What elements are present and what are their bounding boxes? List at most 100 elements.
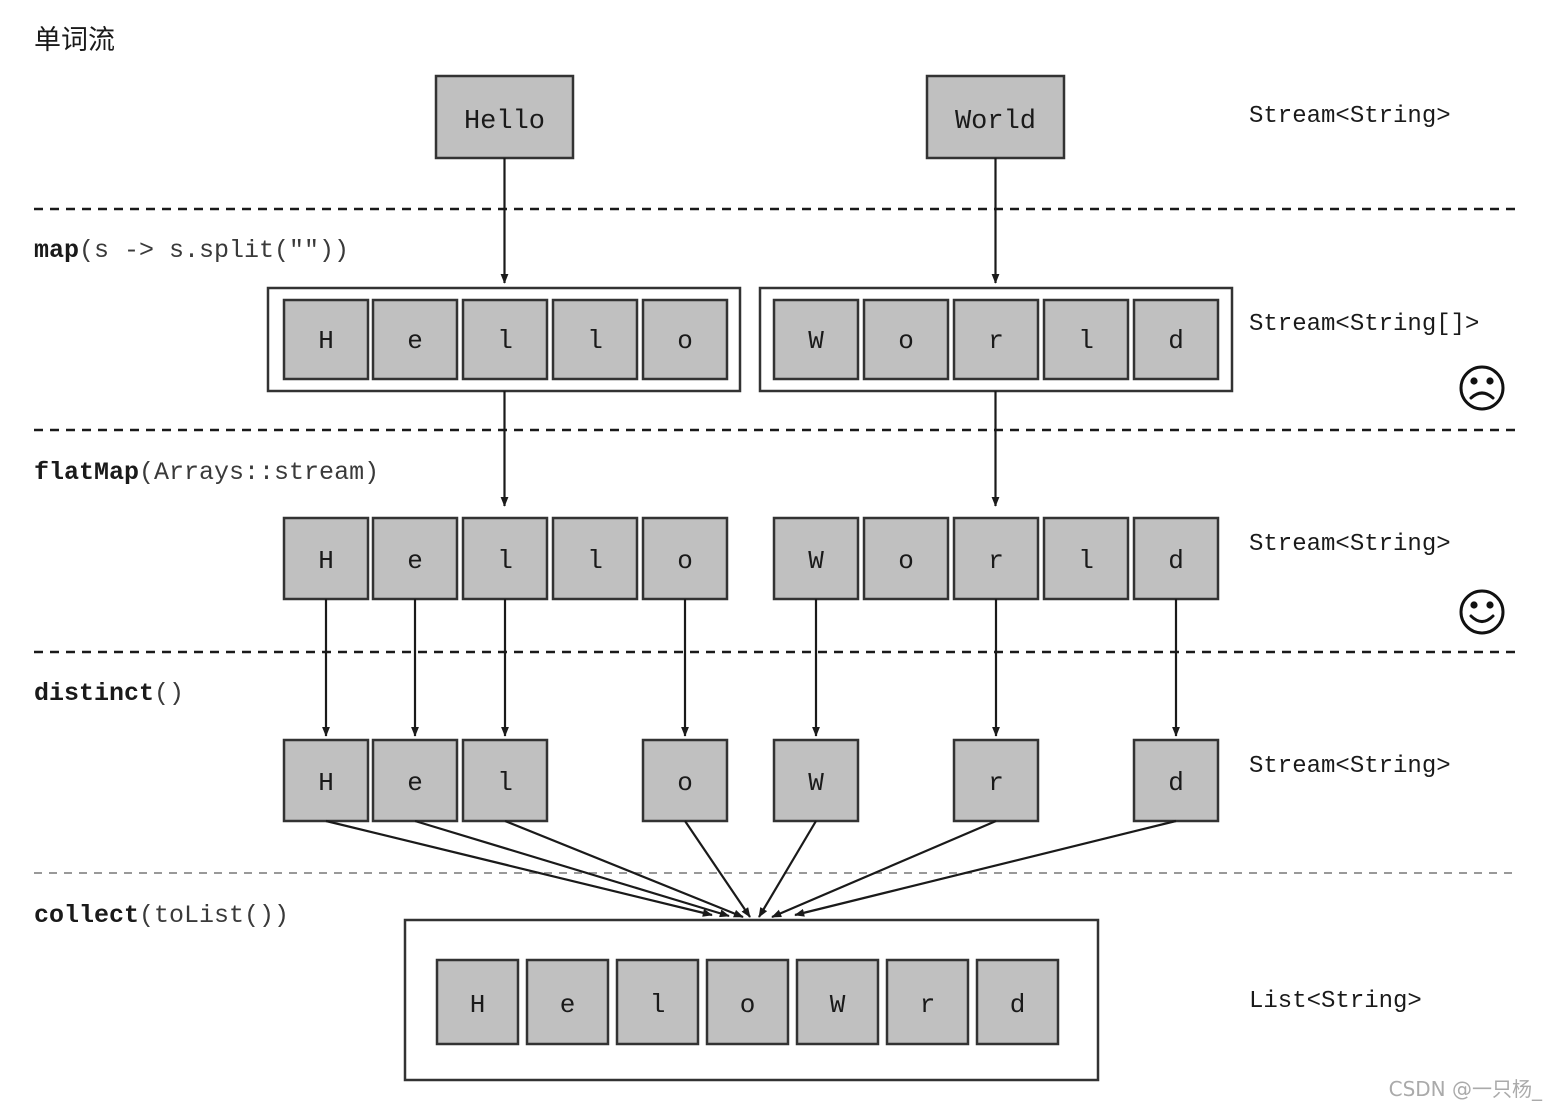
op-label-map: map(s -> s.split("")): [34, 236, 349, 265]
array-cell: [862, 298, 950, 381]
flat-cell: [282, 516, 370, 601]
list-cell: [615, 958, 700, 1046]
flat-cell: [551, 516, 639, 601]
word-box-hello: [434, 74, 575, 160]
distinct-cell: [461, 738, 549, 823]
array-cell-label: e: [407, 326, 423, 356]
flat-cell-label: H: [318, 546, 334, 576]
flat-cell: [641, 516, 729, 601]
flat-cell-label: l: [587, 546, 603, 576]
distinct-cell-label: r: [988, 768, 1004, 798]
array-cell-label: l: [1078, 326, 1094, 356]
array-cell: [282, 298, 370, 381]
type-label-distinct: Stream<String>: [1249, 753, 1451, 780]
flat-cell: [1042, 516, 1130, 601]
arrow-collect-l: [504, 819, 744, 919]
distinct-cell: [641, 738, 729, 823]
arrow-collect-o: [684, 820, 751, 918]
arrow-collect-r: [771, 819, 997, 919]
distinct-cell-label: H: [318, 768, 334, 798]
flat-cell-label: l: [497, 546, 513, 576]
op-args-collect: (toList()): [139, 901, 290, 930]
arrow-collect-W: [758, 820, 817, 918]
array-cell: [371, 298, 459, 381]
distinct-cell-label: o: [677, 768, 693, 798]
op-label-distinct: distinct(): [34, 679, 184, 708]
distinct-cell-label: e: [407, 768, 423, 798]
op-label-flatmap: flatMap(Arrays::stream): [34, 458, 379, 487]
stage-distinct-cells: H e l o W r d: [282, 738, 1220, 823]
flat-cell-label: W: [808, 546, 824, 576]
array-cell: [772, 298, 860, 381]
array-cell: [952, 298, 1040, 381]
array-cell-label: W: [808, 326, 824, 356]
flat-cell: [371, 516, 459, 601]
flat-cell: [952, 516, 1040, 601]
list-cell-label: e: [560, 990, 576, 1020]
list-cell-label: d: [1010, 990, 1026, 1020]
distinct-cell: [371, 738, 459, 823]
array-cell: [641, 298, 729, 381]
arrow-collect-e: [414, 819, 730, 918]
flat-cell: [862, 516, 950, 601]
list-cell-label: W: [830, 990, 846, 1020]
list-cell-label: H: [470, 990, 486, 1020]
op-name-map: map: [34, 236, 80, 265]
list-cell-label: l: [650, 990, 666, 1020]
stage-flatmap-cells: H e l l o W o r l d: [282, 516, 1220, 601]
arrow-collect-d: [794, 819, 1177, 917]
type-label-flatmap: Stream<String>: [1249, 531, 1451, 558]
list-cell-label: o: [740, 990, 756, 1020]
flat-cell-label: l: [1078, 546, 1094, 576]
flat-cell: [1132, 516, 1220, 601]
list-cell-label: r: [920, 990, 936, 1020]
op-name-collect: collect: [34, 901, 140, 930]
array-cell: [461, 298, 549, 381]
flat-cell-label: e: [407, 546, 423, 576]
arrows-map-to-flatmap: [500, 391, 1000, 507]
array-cell-label: H: [318, 326, 334, 356]
arrows-flatmap-to-distinct: [322, 599, 1180, 737]
list-cell: [435, 958, 520, 1046]
op-name-flatmap: flatMap: [34, 458, 140, 487]
op-args-distinct: (): [154, 679, 185, 708]
array-cell: [1042, 298, 1130, 381]
flat-cell-label: r: [988, 546, 1004, 576]
array-cell-label: o: [677, 326, 693, 356]
distinct-cell-label: W: [808, 768, 824, 798]
distinct-cell: [1132, 738, 1220, 823]
list-cell: [525, 958, 610, 1046]
flat-cell-label: o: [677, 546, 693, 576]
array-cell-label: d: [1168, 326, 1184, 356]
type-label-collect: List<String>: [1249, 988, 1422, 1015]
page-title: 单词流: [34, 25, 115, 56]
type-label-map: Stream<String[]>: [1249, 311, 1480, 338]
array-cell-label: o: [898, 326, 914, 356]
stage-map-group-0: H e l l o: [266, 286, 742, 393]
list-cell: [795, 958, 880, 1046]
list-cell: [885, 958, 970, 1046]
watermark: CSDN @一只杨_: [1388, 1077, 1542, 1101]
stage-collect-list: H e l o W r d: [403, 918, 1100, 1082]
word-box-hello-label: Hello: [464, 107, 545, 137]
arrows-source-to-map: [500, 158, 1000, 284]
arrow-collect-H: [325, 819, 713, 917]
distinct-cell-label: l: [497, 768, 513, 798]
op-name-distinct: distinct: [34, 679, 155, 708]
array-cell: [1132, 298, 1220, 381]
op-args-flatmap: (Arrays::stream): [139, 458, 380, 487]
sad-face-icon: [1459, 365, 1505, 411]
flat-cell: [772, 516, 860, 601]
type-label-source: Stream<String>: [1249, 103, 1451, 130]
array-cell-label: r: [988, 326, 1004, 356]
flat-cell-label: d: [1168, 546, 1184, 576]
array-cell: [551, 298, 639, 381]
op-label-collect: collect(toList()): [34, 901, 289, 930]
array-cell-label: l: [497, 326, 513, 356]
distinct-cell-label: d: [1168, 768, 1184, 798]
array-cell-label: l: [587, 326, 603, 356]
op-args-map: (s -> s.split("")): [79, 236, 350, 265]
flat-cell-label: o: [898, 546, 914, 576]
